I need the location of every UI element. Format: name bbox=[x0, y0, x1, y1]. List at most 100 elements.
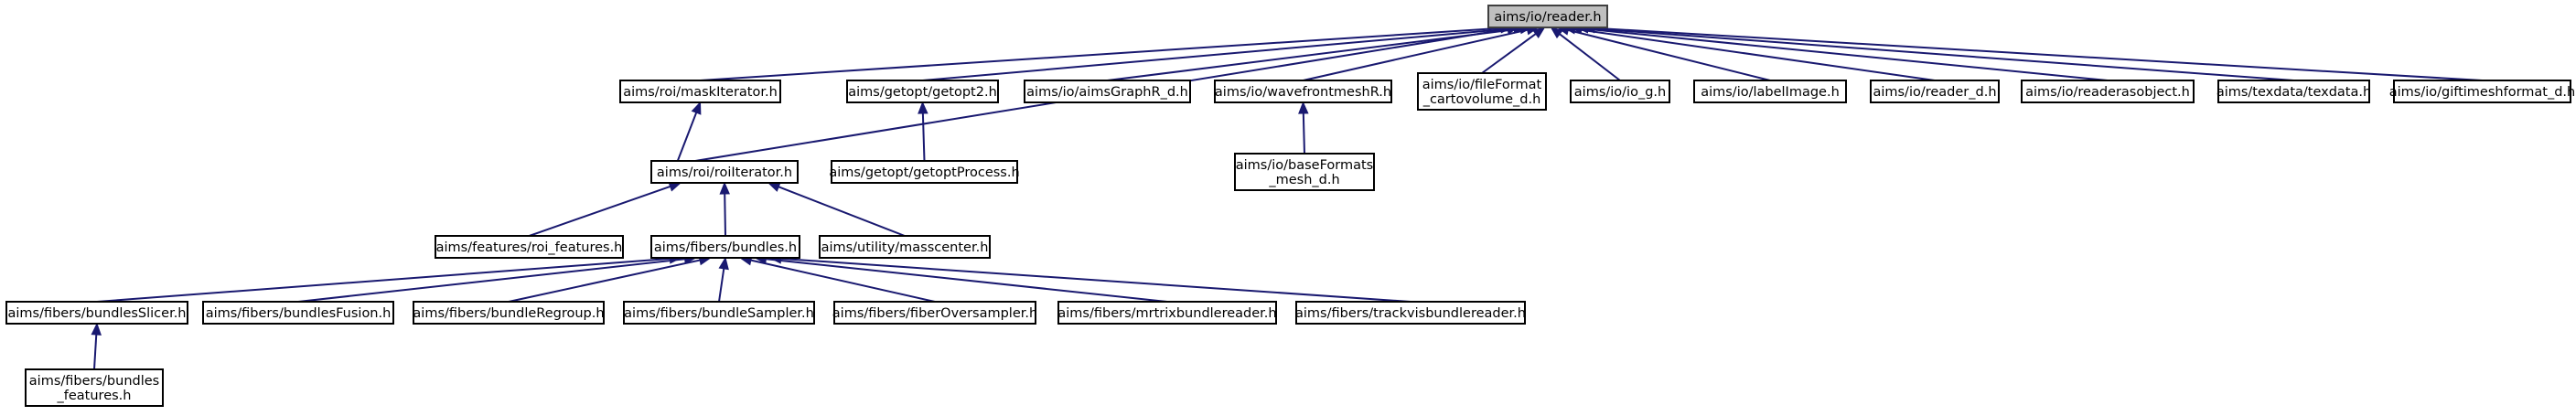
edge-line bbox=[700, 27, 1502, 81]
nodes-layer: aims/io/reader.h aims/roi/maskIterator.h a… bbox=[5, 5, 2575, 407]
node-bundles[interactable]: aims/fibers/bundles.h bbox=[650, 235, 800, 259]
node-maskIterator[interactable]: aims/roi/maskIterator.h bbox=[619, 80, 781, 103]
edge-line bbox=[676, 112, 698, 162]
edge-line bbox=[93, 334, 98, 370]
edge-line bbox=[766, 258, 1168, 303]
node-bundleRegroup[interactable]: aims/fibers/bundleRegroup.h bbox=[413, 301, 605, 325]
node-label: aims/io/fileFormat bbox=[1422, 78, 1542, 92]
arrowhead bbox=[1531, 27, 1546, 39]
node-box bbox=[650, 160, 799, 184]
node-box bbox=[623, 301, 815, 325]
edge-line bbox=[921, 112, 926, 162]
node-fileFormat_cartovolume_d[interactable]: aims/io/fileFormat_cartovolume_d.h bbox=[1417, 72, 1547, 111]
node-box bbox=[619, 80, 781, 103]
node-giftimeshformat_d[interactable]: aims/io/giftimeshformat_d.h bbox=[2389, 80, 2575, 103]
node-label: aims/io/reader_d.h bbox=[1873, 85, 1996, 100]
edge-maskIterator-to-reader bbox=[700, 23, 1514, 81]
edge-line bbox=[1303, 28, 1528, 81]
node-readerasobject[interactable]: aims/io/readerasobject.h bbox=[2021, 80, 2195, 103]
edge-line bbox=[1107, 27, 1521, 81]
node-roiIterator[interactable]: aims/roi/roiIterator.h bbox=[650, 160, 799, 184]
node-label: aims/fibers/bundlesFusion.h bbox=[206, 306, 392, 321]
node-texdata[interactable]: aims/texdata/texdata.h bbox=[2216, 80, 2371, 103]
edge-line bbox=[1581, 27, 2109, 81]
node-baseFormats_mesh_d[interactable]: aims/io/baseFormats_mesh_d.h bbox=[1234, 153, 1375, 191]
node-label: aims/io/readerasobject.h bbox=[2025, 85, 2190, 100]
node-bundlesFusion[interactable]: aims/fibers/bundlesFusion.h bbox=[202, 301, 394, 325]
node-aimsGraphR_d[interactable]: aims/io/aimsGraphR_d.h bbox=[1024, 80, 1191, 103]
node-label: aims/io/aimsGraphR_d.h bbox=[1026, 85, 1188, 100]
edge-line bbox=[529, 186, 671, 237]
node-label: _cartovolume_d.h bbox=[1422, 92, 1541, 107]
node-reader[interactable]: aims/io/reader.h bbox=[1487, 5, 1608, 28]
node-label: aims/fibers/mrtrixbundlereader.h bbox=[1057, 306, 1276, 321]
node-mrtrixbundlereader[interactable]: aims/fibers/mrtrixbundlereader.h bbox=[1057, 301, 1277, 325]
edge-masscenter-to-roiIterator bbox=[767, 182, 906, 237]
node-io_g[interactable]: aims/io/io_g.h bbox=[1570, 80, 1670, 103]
node-box bbox=[846, 80, 999, 103]
edge-io_g-to-reader bbox=[1550, 27, 1621, 81]
node-box bbox=[1057, 301, 1277, 325]
node-label: _features.h bbox=[57, 389, 132, 403]
edge-texdata-to-reader bbox=[1575, 23, 2294, 81]
node-box bbox=[1693, 80, 1847, 103]
node-fiberOversampler[interactable]: aims/fibers/fiberOversampler.h bbox=[832, 301, 1037, 325]
node-getopt2[interactable]: aims/getopt/getopt2.h bbox=[846, 80, 999, 103]
edge-line bbox=[1481, 33, 1537, 74]
node-labelImage[interactable]: aims/io/labelImage.h bbox=[1693, 80, 1847, 103]
node-reader_d[interactable]: aims/io/reader_d.h bbox=[1870, 80, 2000, 103]
edge-line bbox=[718, 268, 725, 303]
node-label: aims/getopt/getoptProcess.h bbox=[829, 165, 1019, 180]
node-label: aims/io/giftimeshformat_d.h bbox=[2389, 85, 2575, 100]
node-label: aims/io/labelImage.h bbox=[1701, 85, 1840, 100]
node-box bbox=[202, 301, 394, 325]
node-box bbox=[5, 301, 188, 325]
edge-line bbox=[724, 193, 726, 237]
arrowhead bbox=[1550, 27, 1563, 39]
node-box bbox=[1870, 80, 2000, 103]
edges-layer bbox=[91, 22, 2483, 370]
node-box bbox=[2217, 80, 2370, 103]
edge-line bbox=[778, 186, 906, 237]
node-box bbox=[1024, 80, 1191, 103]
node-label: aims/utility/masscenter.h bbox=[821, 240, 989, 255]
node-bundleSampler[interactable]: aims/fibers/bundleSampler.h bbox=[623, 301, 815, 325]
node-label: aims/fibers/bundles bbox=[29, 374, 159, 389]
edge-line bbox=[1594, 27, 2483, 81]
edge-line bbox=[1559, 33, 1621, 81]
node-box bbox=[1234, 153, 1375, 191]
node-box bbox=[1214, 80, 1392, 103]
edge-bundleSampler-to-bundles bbox=[718, 256, 729, 303]
node-bundles_features[interactable]: aims/fibers/bundles_features.h bbox=[25, 368, 164, 407]
node-label: _mesh_d.h bbox=[1268, 173, 1339, 187]
node-box bbox=[25, 368, 164, 407]
node-wavefrontmeshR[interactable]: aims/io/wavefrontmeshR.h bbox=[1214, 80, 1392, 103]
node-label: aims/texdata/texdata.h bbox=[2216, 85, 2371, 100]
arrowhead bbox=[691, 101, 702, 115]
edge-getoptProcess-to-getopt2 bbox=[918, 101, 928, 162]
arrowhead bbox=[767, 182, 781, 192]
node-getoptProcess[interactable]: aims/getopt/getoptProcess.h bbox=[829, 160, 1020, 184]
edge-bundles_features-to-bundlesSlicer bbox=[91, 322, 102, 370]
edge-line bbox=[1587, 27, 2294, 81]
node-masscenter[interactable]: aims/utility/masscenter.h bbox=[819, 235, 991, 259]
edge-line bbox=[96, 257, 671, 303]
node-label: aims/io/wavefrontmeshR.h bbox=[1215, 85, 1391, 100]
node-label: aims/fibers/bundleRegroup.h bbox=[413, 306, 604, 321]
edge-line bbox=[780, 257, 1411, 303]
edge-roi_features-to-roiIterator bbox=[529, 181, 682, 237]
node-roi_features[interactable]: aims/features/roi_features.h bbox=[435, 235, 624, 259]
node-trackvisbundlereader[interactable]: aims/fibers/trackvisbundlereader.h bbox=[1295, 301, 1526, 325]
arrowhead bbox=[918, 101, 928, 114]
node-label: aims/getopt/getopt2.h bbox=[848, 85, 997, 100]
node-box bbox=[833, 301, 1036, 325]
node-label: aims/features/roi_features.h bbox=[436, 240, 623, 255]
node-box bbox=[435, 235, 624, 259]
arrowhead bbox=[718, 256, 729, 271]
edge-line bbox=[750, 259, 936, 303]
node-box bbox=[1487, 5, 1608, 28]
node-label: aims/roi/roiIterator.h bbox=[657, 165, 792, 180]
edge-roiIterator-to-maskIterator bbox=[676, 101, 702, 162]
node-bundlesSlicer[interactable]: aims/fibers/bundlesSlicer.h bbox=[5, 301, 188, 325]
